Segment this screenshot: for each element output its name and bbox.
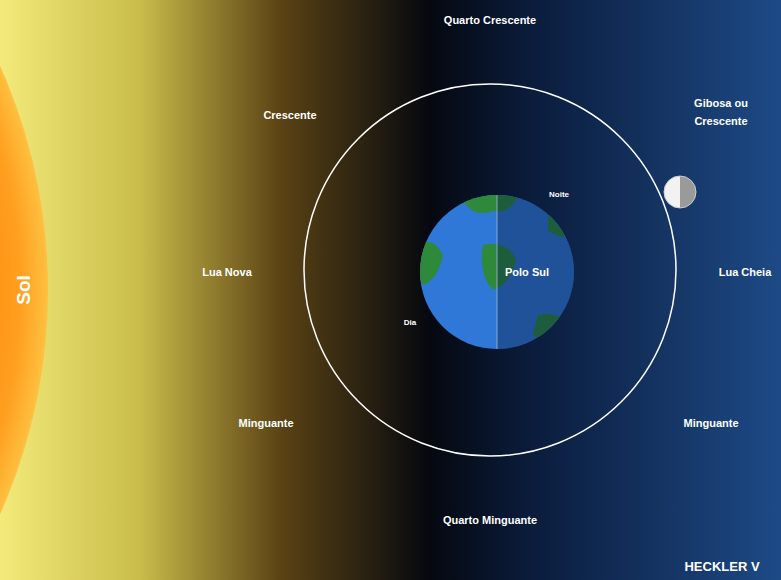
phase-label: Crescente [263,109,316,121]
earth-label: Polo Sul [505,266,549,278]
phase-label: Gibosa ou Crescente [684,95,758,130]
sun-disc [0,0,48,580]
sun-label: Sol [13,275,35,305]
earth-illustration [398,185,588,360]
moon-orbit [304,84,676,456]
earth-label: Dia [404,318,416,327]
phase-label: Lua Nova [202,266,252,278]
phase-label: Minguante [239,417,294,429]
phase-label: Quarto Crescente [444,14,536,26]
sun-shape: Sol [0,190,48,390]
phase-label: Lua Cheia [719,266,772,278]
earth-label: Noite [549,190,569,199]
phase-label: Quarto Minguante [443,514,537,526]
moon [664,176,696,208]
earth-globe: NoitePolo SulDia [398,185,588,360]
phase-label: Minguante [684,417,739,429]
watermark: HECKLER V [684,559,759,574]
